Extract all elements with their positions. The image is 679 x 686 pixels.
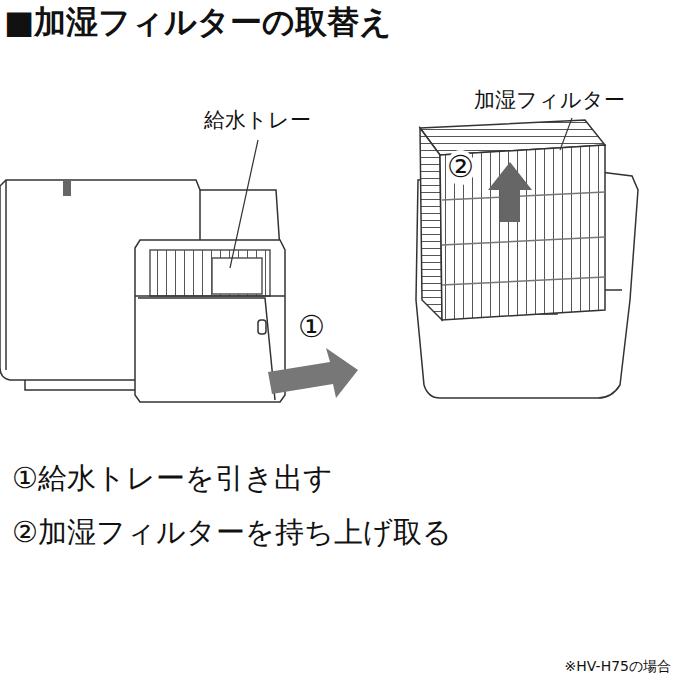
callout-number: ② — [446, 150, 475, 185]
step-text: ②加湿フィルターを持ち上げ取る — [12, 516, 452, 549]
humidifier-filter — [420, 120, 605, 320]
leader-line — [560, 118, 572, 150]
part-name: 加湿フィルター — [474, 88, 625, 112]
leader-line — [230, 140, 258, 268]
part-name: 給水トレー — [204, 108, 311, 132]
step-text: ①給水トレーを引き出す — [12, 462, 333, 495]
callout-number: ① — [298, 310, 325, 345]
note: ※HV-H75の場合 — [565, 658, 671, 674]
water-tray — [135, 240, 285, 402]
pull-arrow — [268, 348, 358, 398]
title: ■加湿フィルターの取替え — [4, 4, 392, 41]
lift-arrow — [488, 162, 532, 222]
